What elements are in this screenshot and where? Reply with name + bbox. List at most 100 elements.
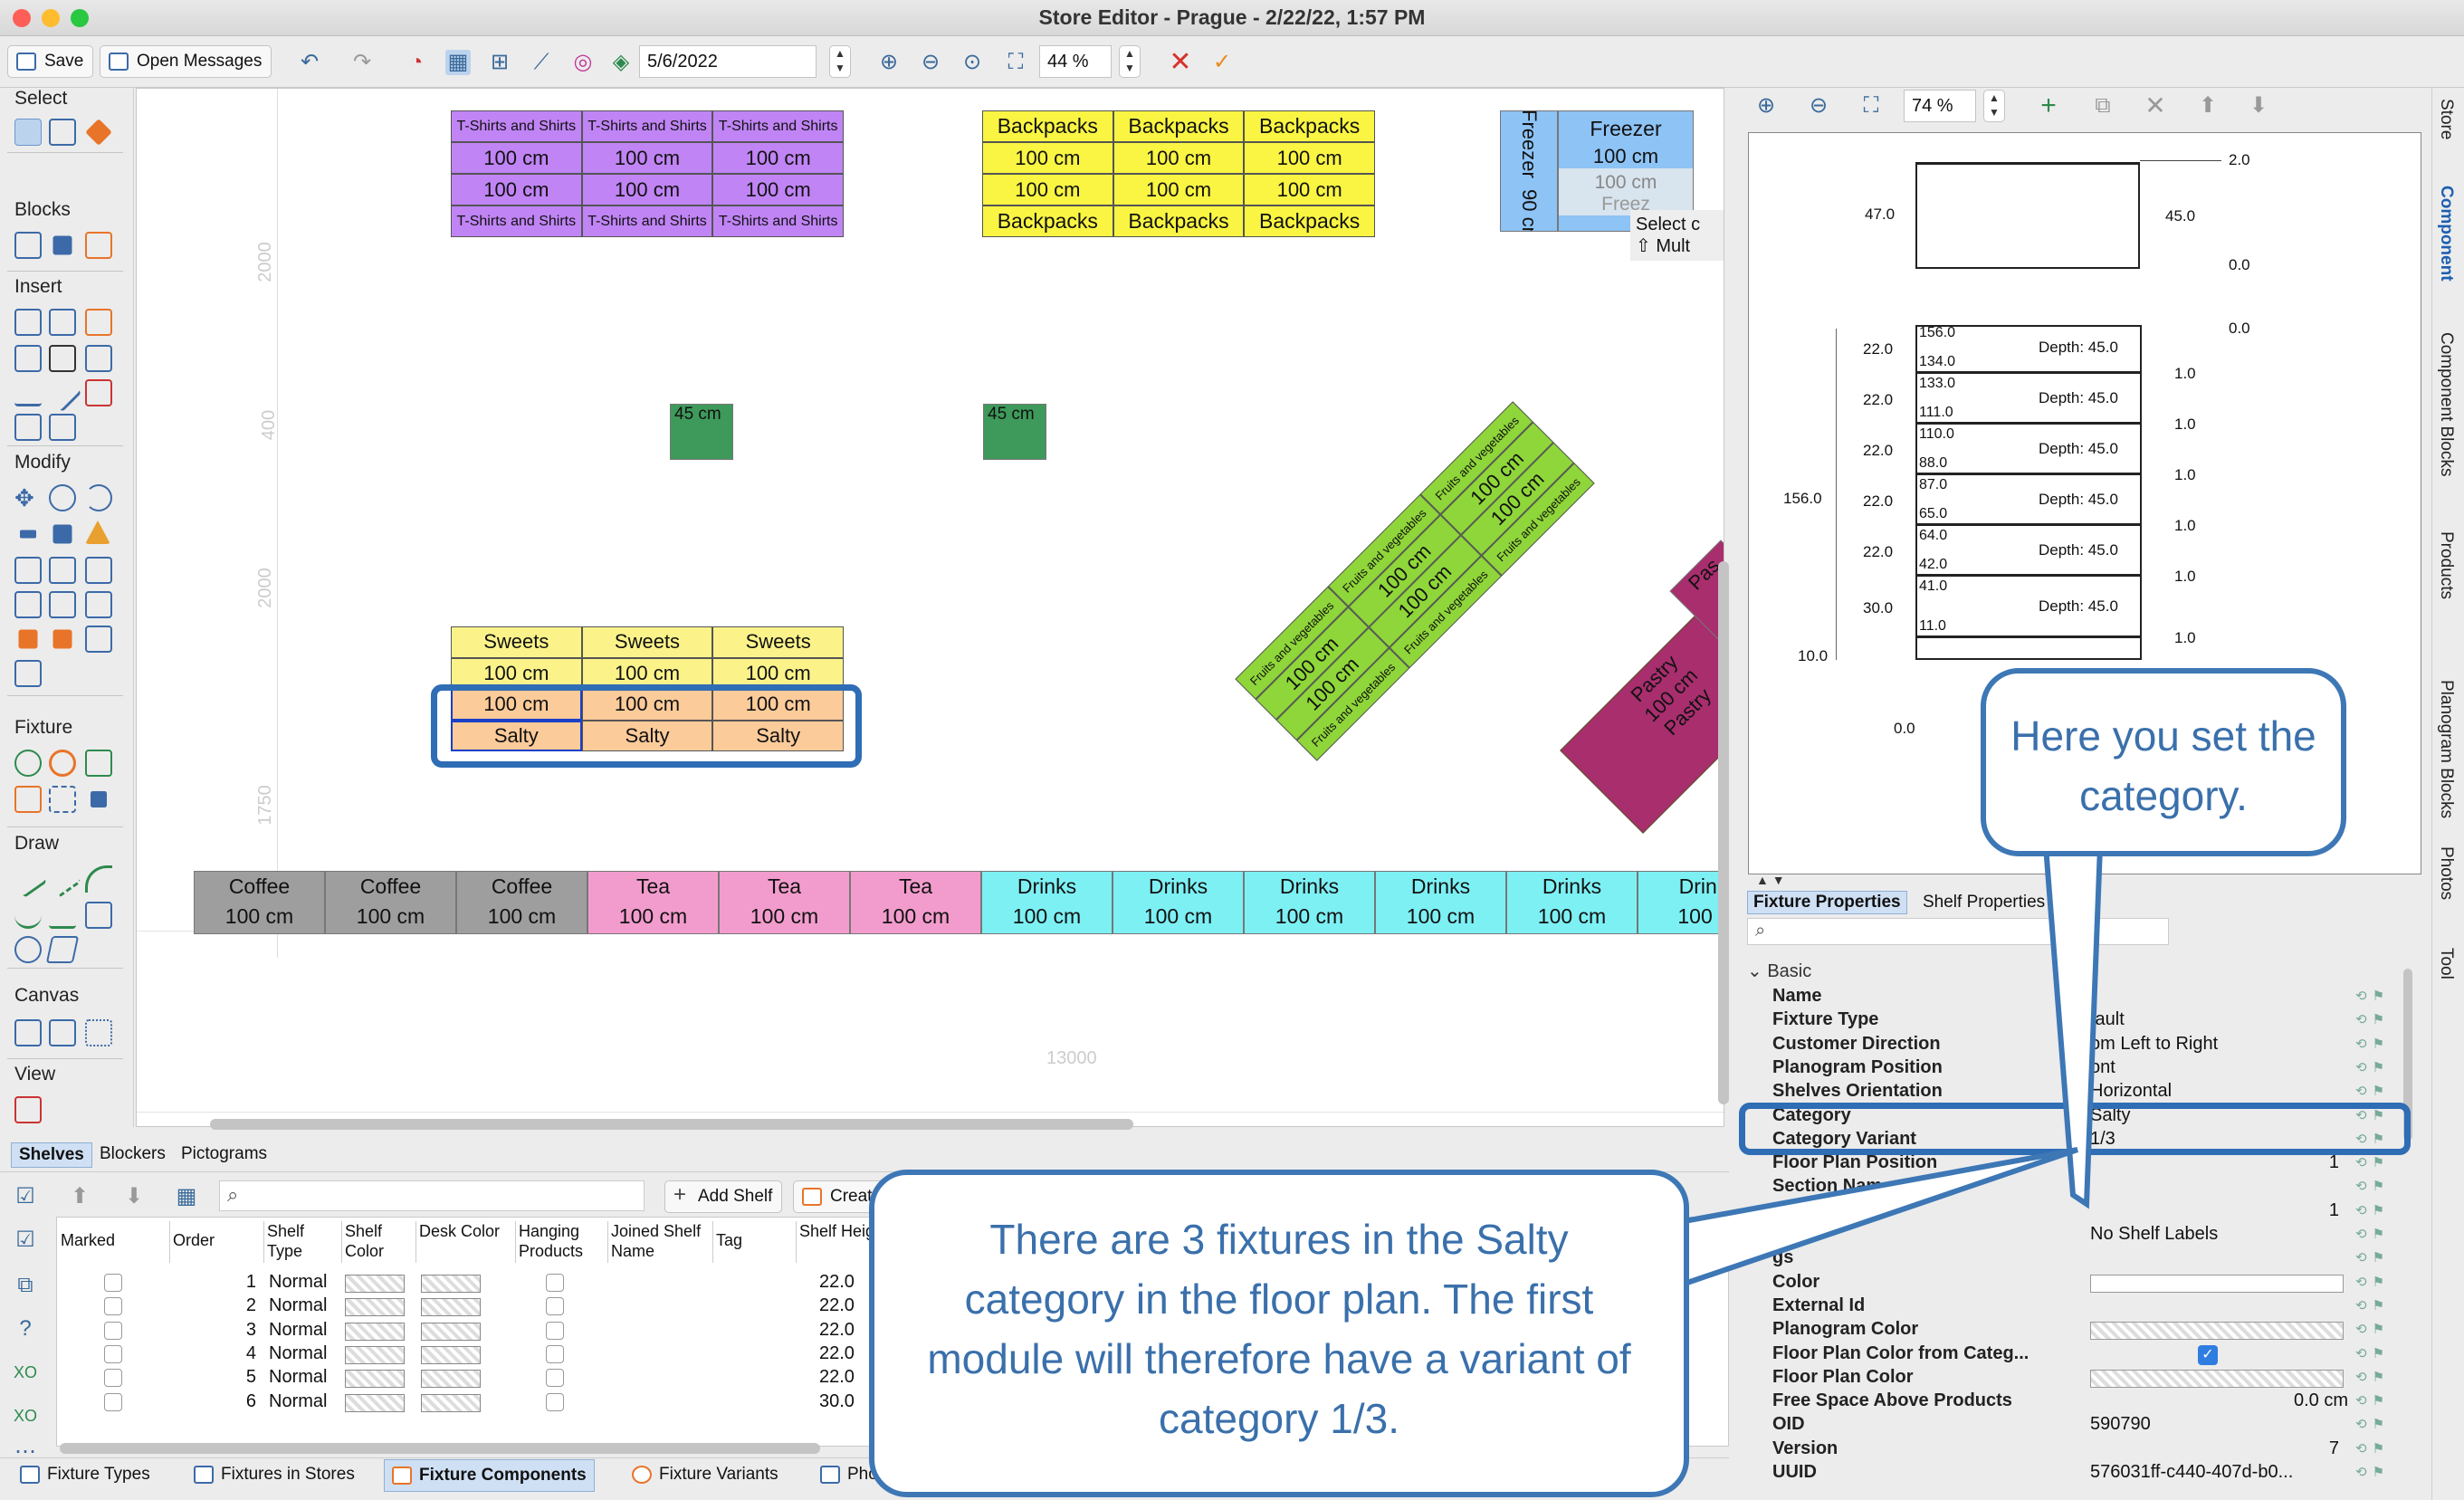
table-icon[interactable]: ▦ [176,1184,197,1209]
draw-polygon-icon[interactable] [45,936,80,963]
canvas-vertical-scrollbar[interactable] [1718,561,1729,1104]
confirm-icon[interactable]: ✓ [1212,50,1232,74]
redo-icon[interactable]: ↷ [352,50,372,74]
property-actions-icon[interactable]: ⟲⚑ [2355,1084,2391,1100]
hanging-checkbox[interactable] [546,1392,564,1411]
section-basic[interactable]: ⌄ Basic [1747,961,1812,981]
property-actions-icon[interactable]: ⟲⚑ [2355,1202,2391,1218]
component-zoom-in-icon[interactable]: ⊕ [1756,93,1776,118]
fixture-add-icon[interactable] [91,791,107,807]
insert-text-icon[interactable] [14,345,42,372]
component-fit-icon[interactable]: ⛶ [1863,93,1879,118]
draw-curve-icon[interactable] [14,902,42,929]
align-middle-icon[interactable] [49,557,76,584]
date-field[interactable]: 5/6/2022 [639,45,817,78]
draw-circle-icon[interactable] [14,936,42,963]
fixture-grid-icon[interactable] [14,786,42,813]
draw-arc-icon[interactable] [85,865,112,893]
zoom-stepper[interactable]: ▲▼ [1119,45,1141,78]
space-icon[interactable] [14,591,42,618]
draw-rect-icon[interactable] [85,902,112,929]
property-value[interactable]: 0.0 cm [2293,1390,2348,1411]
column-header[interactable]: Shelf Type [267,1222,305,1260]
property-row[interactable]: Color⟲⚑ [1752,1272,2418,1295]
duplicate-icon[interactable]: ⧉ [2095,93,2111,118]
property-value[interactable]: 7 [2328,1438,2339,1458]
camera-icon[interactable]: ◎ [573,50,593,74]
delete-icon[interactable]: ✕ [2144,91,2166,119]
footer-tab-fixture-variants[interactable]: Fixture Variants [625,1459,786,1492]
save-button[interactable]: Save [7,45,94,78]
align-left-icon[interactable] [20,530,36,539]
property-actions-icon[interactable]: ⟲⚑ [2355,1393,2391,1409]
property-value[interactable]: ont [2090,1056,2115,1077]
property-row[interactable]: Section Nam⟲⚑ [1752,1176,2418,1199]
tab-shelf-properties[interactable]: Shelf Properties [1923,893,2046,912]
marked-checkbox[interactable] [104,1369,122,1388]
export-icon[interactable]: XO [13,1363,37,1381]
canvas-horizontal-scrollbar[interactable] [210,1119,1133,1130]
footer-tab-fixtures-in-stores[interactable]: Fixtures in Stores [186,1459,362,1492]
hanging-checkbox[interactable] [546,1297,564,1316]
property-actions-icon[interactable]: ⟲⚑ [2355,1131,2391,1147]
fixture-select-icon[interactable] [49,786,76,813]
marked-checkbox[interactable] [104,1274,122,1292]
fixture-small-box[interactable]: 45 cm [670,404,733,460]
zoom-out-icon[interactable]: ⊖ [921,50,941,74]
property-actions-icon[interactable]: ⟲⚑ [2355,1345,2391,1361]
floor-plan-canvas[interactable]: 2000 400 2000 1750 13000 T-Shirts and Sh… [136,88,1724,1127]
fixture-round-icon[interactable] [49,750,76,777]
join-icon[interactable] [49,591,76,618]
table-scrollbar[interactable] [60,1443,820,1454]
block-stack-icon[interactable] [53,235,72,255]
property-actions-icon[interactable]: ⟲⚑ [2355,1297,2391,1314]
front-icon[interactable] [18,629,38,649]
add-shelf-button[interactable]: +Add Shelf [664,1180,783,1213]
fit-page-icon[interactable]: ⛶ [1008,50,1024,74]
shelves-search-input[interactable]: ⌕ [219,1180,645,1211]
insert-image-icon[interactable] [14,414,42,441]
cancel-icon[interactable]: ✕ [1169,47,1192,77]
property-actions-icon[interactable]: ⟲⚑ [2355,1440,2391,1457]
column-header[interactable]: Marked [61,1231,116,1249]
copy-icon[interactable] [14,660,42,687]
tab-pictograms[interactable]: Pictograms [181,1144,268,1163]
property-actions-icon[interactable]: ⟲⚑ [2355,1465,2391,1480]
side-tab-component-blocks[interactable]: Component Blocks [2437,332,2456,477]
align-icon[interactable]: ⊞ [490,50,510,74]
column-header[interactable]: Shelf Color [345,1222,385,1260]
marked-checkbox[interactable] [104,1344,122,1363]
property-actions-icon[interactable]: ⟲⚑ [2355,1036,2391,1052]
property-value[interactable]: 1 [2328,1152,2339,1173]
mirror-icon[interactable] [85,521,110,544]
target-icon[interactable] [49,119,76,146]
property-actions-icon[interactable]: ⟲⚑ [2355,1179,2391,1195]
marked-checkbox[interactable] [104,1392,122,1411]
hanging-checkbox[interactable] [546,1321,564,1340]
property-value[interactable] [2090,1274,2344,1293]
fixture-backpacks[interactable]: Backpacks Backpacks Backpacks 100 cm 100… [982,110,1375,237]
marked-checkbox[interactable] [104,1297,122,1316]
zoom-in-icon[interactable]: ⊕ [879,50,899,74]
column-header[interactable]: Order [173,1231,215,1249]
select-tool-icon[interactable] [14,119,42,146]
draw-zigzag-icon[interactable] [49,902,76,929]
mark-icon[interactable]: ☑ [15,1228,35,1252]
minimize-window-button[interactable] [42,9,60,27]
